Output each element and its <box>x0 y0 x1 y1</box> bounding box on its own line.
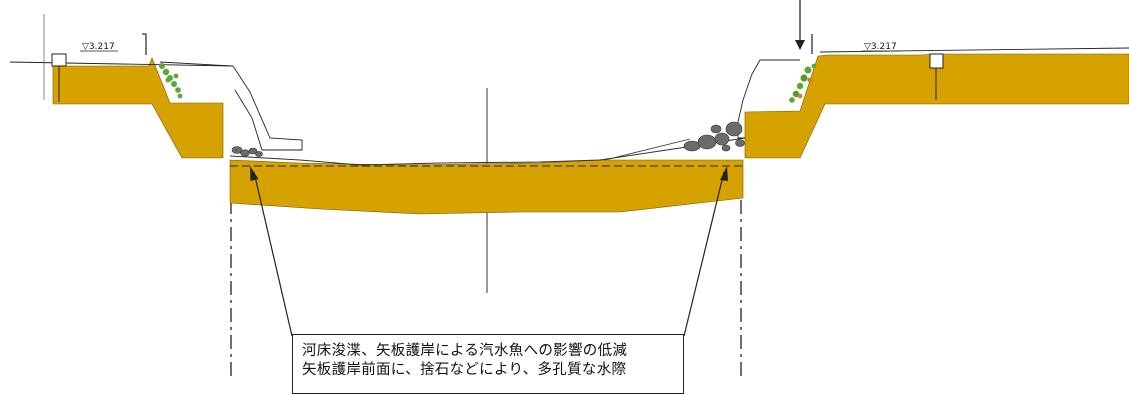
river-cross-section-diagram: ▽3.217 ▽3.217 <box>9 0 1129 378</box>
vegetation-left <box>159 63 183 99</box>
right-bank-fill <box>744 53 1129 159</box>
bed-surface-line <box>229 137 746 166</box>
bank-slope-line-right <box>604 138 691 161</box>
leader-line-left <box>253 171 293 337</box>
leader-line-right <box>683 171 725 337</box>
stones-right <box>683 121 745 152</box>
leader-arrowhead-left <box>250 166 259 181</box>
left-bank-fill <box>52 57 224 159</box>
water-level-label-left: ▽3.217 <box>82 42 115 52</box>
right-pile-cap <box>929 53 944 69</box>
riverbed-fill <box>229 159 744 215</box>
left-pile-cap <box>51 53 67 67</box>
callout-line-1: 河床浚渫、矢板護岸による汽水魚への影響の低減 <box>302 343 628 359</box>
vegetation-right <box>789 63 817 103</box>
stones-left <box>231 146 263 157</box>
leader-arrowhead-right <box>720 166 728 181</box>
water-level-label-right: ▽3.217 <box>864 42 897 52</box>
left-revetment-outline <box>159 61 303 151</box>
right-revetment-outline <box>737 59 800 139</box>
left-ground-line <box>9 61 234 67</box>
annotation-callout-box: 河床浚渫、矢板護岸による汽水魚への影響の低減 矢板護岸前面に、捨石などにより、多… <box>292 334 684 394</box>
callout-line-2: 矢板護岸前面に、捨石などにより、多孔質な水際 <box>302 362 627 378</box>
down-arrow-head <box>795 40 805 50</box>
